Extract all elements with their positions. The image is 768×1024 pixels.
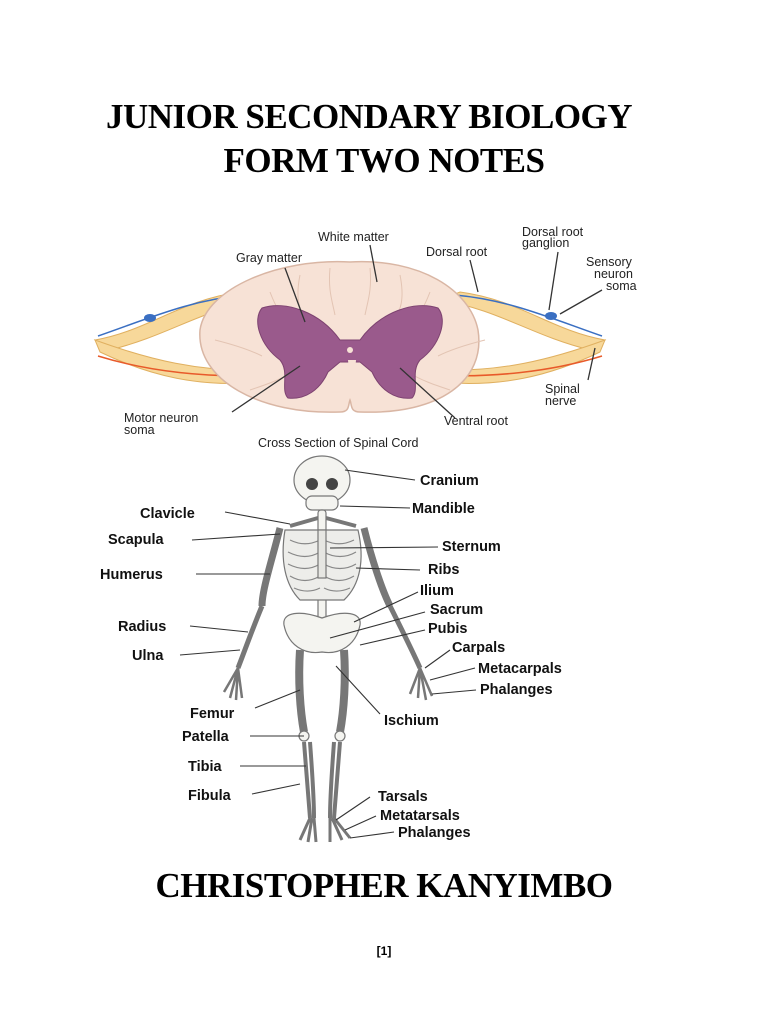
radius-label: Radius	[118, 619, 166, 635]
clavicles	[289, 516, 357, 528]
document-title: JUNIOR SECONDARY BIOLOGY FORM TWO NOTES	[0, 95, 768, 183]
femur-label: Femur	[190, 706, 235, 722]
mandible-label: Mandible	[412, 501, 475, 517]
ilium-label: Ilium	[420, 583, 454, 599]
right-sensory-soma	[545, 312, 557, 320]
metacarpals-label: Metacarpals	[478, 661, 562, 677]
central-canal	[347, 347, 353, 353]
right-lower-leg	[328, 741, 342, 819]
fibula-label: Fibula	[188, 788, 232, 804]
biology-illustrations: White matter Gray matter Dorsal root Dor…	[93, 225, 637, 843]
right-foot	[328, 817, 352, 842]
motor-neuron-label-1: Motor neuron	[124, 411, 198, 425]
pelvis	[283, 612, 361, 654]
phalanges-foot-label: Phalanges	[398, 825, 471, 841]
skeleton-diagram	[222, 455, 434, 843]
pubis-label: Pubis	[428, 621, 467, 637]
metatarsals-label: Metatarsals	[380, 808, 460, 824]
humerus-label: Humerus	[100, 567, 163, 583]
jaw	[305, 495, 339, 511]
page-number: [1]	[376, 944, 392, 958]
carpals-label: Carpals	[452, 640, 505, 656]
cranium-label: Cranium	[420, 473, 479, 489]
right-sensory-fiber	[454, 294, 603, 337]
left-lower-leg	[302, 741, 316, 819]
dorsal-root-label: Dorsal root	[426, 245, 488, 259]
motor-neuron-label-2: soma	[124, 423, 155, 437]
sternum-label: Sternum	[442, 539, 501, 555]
title-line-1: JUNIOR SECONDARY BIOLOGY	[105, 97, 633, 136]
phalanges-hand-label: Phalanges	[480, 682, 553, 698]
sensory-label-2: neuron	[594, 267, 633, 281]
left-foot	[298, 817, 318, 843]
ischium-label: Ischium	[384, 713, 439, 729]
scapula-label: Scapula	[108, 532, 165, 548]
right-hand	[408, 667, 434, 701]
sacrum-label: Sacrum	[430, 602, 483, 618]
sensory-label-3: soma	[606, 279, 637, 293]
right-patella	[334, 730, 346, 742]
sensory-label-1: Sensory	[586, 255, 633, 269]
spinal-label-lines	[231, 244, 603, 419]
right-forearm	[387, 604, 423, 670]
spinal-nerve-label-2: nerve	[545, 394, 576, 408]
ventral-fissure	[348, 360, 356, 405]
sternum	[317, 529, 327, 579]
left-femur	[295, 649, 308, 733]
spinal-nerve-label-1: Spinal	[545, 382, 580, 396]
spinal-cord-diagram: White matter Gray matter Dorsal root Dor…	[93, 225, 637, 450]
title-line-2: FORM TWO NOTES	[223, 141, 545, 180]
gray-matter-label: Gray matter	[236, 251, 302, 265]
dorsal-root-ganglion-label-2: ganglion	[522, 236, 569, 250]
left-sensory-soma	[144, 314, 156, 322]
right-eye-socket	[326, 478, 338, 490]
tarsals-label: Tarsals	[378, 789, 428, 805]
left-hand	[222, 667, 244, 701]
tibia-label: Tibia	[188, 759, 223, 775]
ulna-label: Ulna	[132, 648, 164, 664]
left-forearm	[235, 605, 265, 669]
skeleton-label-lines	[179, 469, 477, 839]
left-humerus	[258, 527, 284, 607]
right-femur	[336, 649, 349, 733]
ribs-label: Ribs	[428, 562, 459, 578]
spinal-cord-caption: Cross Section of Spinal Cord	[258, 436, 419, 450]
patella-label: Patella	[182, 729, 230, 745]
white-matter-label: White matter	[318, 230, 389, 244]
author-name: CHRISTOPHER KANYIMBO	[155, 866, 613, 905]
left-eye-socket	[306, 478, 318, 490]
dorsal-root-ganglion-label-1: Dorsal root	[522, 225, 584, 239]
ventral-root-label: Ventral root	[444, 414, 508, 428]
clavicle-label: Clavicle	[140, 506, 195, 522]
right-humerus	[360, 527, 394, 608]
